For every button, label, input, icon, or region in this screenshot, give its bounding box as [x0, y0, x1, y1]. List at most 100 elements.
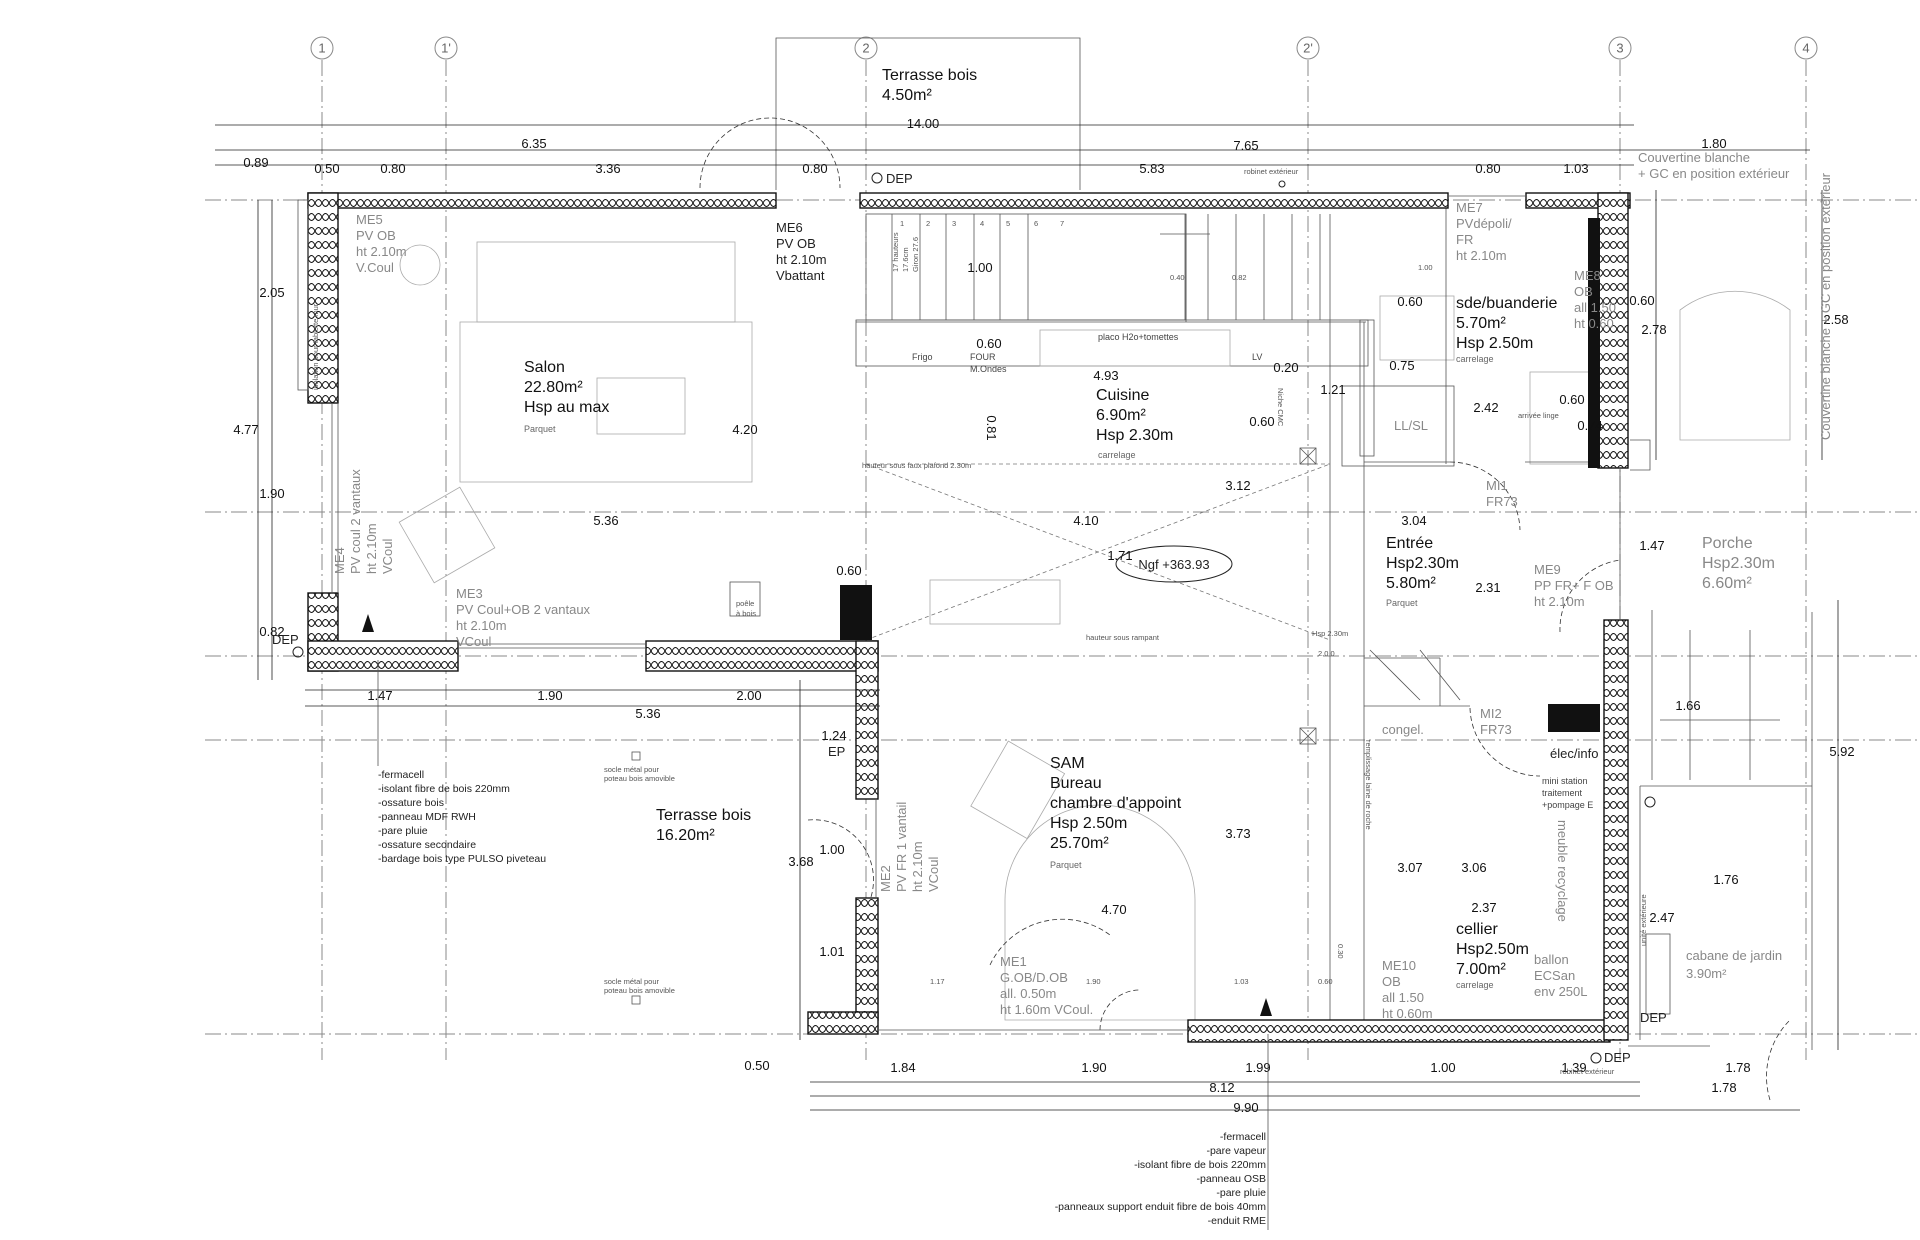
dimension-texts: 14.00 6.35 7.65 1.80 0.89 0.50 0.80 3.36… — [233, 116, 1854, 1115]
dim-bottom-left: 5.36 — [635, 706, 660, 721]
opening-mi1: MI1 — [1486, 478, 1508, 493]
label-ep: EP — [828, 744, 845, 759]
label-elec: élec/info — [1550, 746, 1598, 761]
note-wood-line: -ossature secondaire — [378, 839, 476, 851]
room-salon-height: Hsp au max — [524, 399, 609, 416]
room-cabane-name: cabane de jardin — [1686, 948, 1782, 963]
dim-bottom: 1.00 — [1430, 1060, 1455, 1075]
dim-bottom: 1.78 — [1725, 1060, 1750, 1075]
couvertine-right: Couvertine blanche + GC en position exté… — [1818, 172, 1833, 440]
opening-me6: Vbattant — [776, 268, 825, 283]
opening-me8: all 1.50 — [1574, 300, 1616, 315]
label-ballon: env 250L — [1534, 984, 1588, 999]
label-remplissage: remplissage laine de roche — [1364, 740, 1373, 830]
opening-mi2: FR73 — [1480, 722, 1512, 737]
room-porche-name: Porche — [1702, 535, 1753, 552]
axis-label: 2' — [1303, 41, 1313, 56]
room-entree-height: Hsp2.30m — [1386, 555, 1459, 572]
opening-me3: VCoul — [456, 634, 492, 649]
staircase: 1 2 3 4 5 6 7 1.00 — [865, 213, 1321, 321]
room-sde-area: 5.70m² — [1456, 315, 1506, 332]
room-porche-area: 6.60m² — [1702, 575, 1752, 592]
axis-label: 4 — [1802, 41, 1809, 56]
room-cuisine-area: 6.90m² — [1096, 407, 1146, 424]
dim-kitchen: 0.81 — [984, 415, 999, 440]
room-terrasse-left-area: 16.20m² — [656, 827, 715, 844]
dim-stair-width: 1.00 — [967, 260, 992, 275]
terrace-top-outline — [699, 37, 1081, 190]
dim-bottom: 1.78 — [1711, 1080, 1736, 1095]
room-cuisine-height: Hsp 2.30m — [1096, 427, 1173, 444]
glazing — [297, 195, 1621, 1031]
dim-porche: 1.47 — [1639, 538, 1664, 553]
label-ballon: ECSan — [1534, 968, 1575, 983]
dim-sam: 3.73 — [1225, 826, 1250, 841]
dim-bottom: 1.99 — [1245, 1060, 1270, 1075]
stair-step: 6 — [1034, 219, 1038, 228]
dep-bottom: DEP — [1604, 1050, 1631, 1065]
label-unite-ext: unité extérieure — [1639, 894, 1648, 946]
dim-cabane: 1.76 — [1713, 872, 1738, 887]
opening-me10: ht 0.60m — [1382, 1006, 1433, 1021]
opening-me7: ME7 — [1456, 200, 1483, 215]
opening-me4: ht 2.10m — [364, 523, 379, 574]
room-salon-name: Salon — [524, 359, 565, 376]
dim-top: 1.03 — [1563, 161, 1588, 176]
dim-small: 1.00 — [1418, 263, 1433, 272]
dim-top: 0.80 — [802, 161, 827, 176]
stair-step: 4 — [980, 219, 984, 228]
dim-sde: 0.74 — [1577, 418, 1602, 433]
dim-kitchen: 0.60 — [1397, 294, 1422, 309]
label-lv: LV — [1252, 352, 1262, 362]
label-socle: socle métal pour — [604, 765, 660, 774]
axis-label: 1 — [318, 41, 325, 56]
note-render-line: -isolant fibre de bois 220mm — [1134, 1159, 1266, 1171]
note-wood-line: -isolant fibre de bois 220mm — [378, 783, 510, 795]
label-faux-plafond: hauteur sous faux plafond 2.30m — [862, 461, 971, 470]
dim-sam: 1.01 — [819, 944, 844, 959]
label-hauteurs: Giron 27.6 — [911, 237, 920, 272]
room-cellier-floor: carrelage — [1456, 980, 1494, 990]
note-render-line: -pare vapeur — [1206, 1145, 1266, 1157]
opening-me9: ME9 — [1534, 562, 1561, 577]
dim-kitchen: 4.93 — [1093, 368, 1118, 383]
dep-right: DEP — [1640, 1010, 1667, 1025]
dim-kitchen: 0.75 — [1389, 358, 1414, 373]
label-rampant: hauteur sous rampant — [1086, 633, 1160, 642]
note-wood-line: -fermacell — [378, 769, 424, 781]
label-frigo: Frigo — [912, 352, 933, 362]
label-socle: poteau bois amovible — [604, 774, 675, 783]
note-wood-line: -bardage bois type PULSO piveteau — [378, 853, 546, 865]
room-sam-floor: Parquet — [1050, 860, 1082, 870]
opening-me2: PV FR 1 vantail — [894, 802, 909, 892]
axis-label: 2 — [862, 41, 869, 56]
opening-me10: ME10 — [1382, 958, 1416, 973]
room-cuisine-floor: carrelage — [1098, 450, 1136, 460]
dim-mid: 4.10 — [1073, 513, 1098, 528]
room-sam-line2: Bureau — [1050, 775, 1102, 792]
porch-cabin — [1628, 290, 1813, 1050]
dim-top: 0.80 — [1475, 161, 1500, 176]
room-entree-name: Entrée — [1386, 535, 1433, 552]
dim-bottom: 1.84 — [890, 1060, 915, 1075]
label-arrivee: arrivée linge — [1518, 411, 1559, 420]
opening-me7: ht 2.10m — [1456, 248, 1507, 263]
dim-sam: 1.24 — [821, 728, 846, 743]
couvertine-top: Couvertine blanche — [1638, 150, 1750, 165]
dim-sam: 0.60 — [836, 563, 861, 578]
robinet-bottom: robinet extérieur — [1560, 1067, 1615, 1076]
dim-small: 0.30 — [1336, 944, 1345, 959]
stair-step: 5 — [1006, 219, 1010, 228]
dim-left: 2.05 — [259, 285, 284, 300]
note-render-line: -panneaux support enduit fibre de bois 4… — [1055, 1201, 1267, 1213]
note-wood-line: -pare pluie — [378, 825, 428, 837]
stair-step: 3 — [952, 219, 956, 228]
opening-me8: ME8 — [1574, 268, 1601, 283]
label-mini-station: +pompage E — [1542, 800, 1593, 810]
opening-me1: G.OB/D.OB — [1000, 970, 1068, 985]
dim-cellier: 3.06 — [1461, 860, 1486, 875]
dim-bottom-left: 1.47 — [367, 688, 392, 703]
opening-me8: ht 0.60 — [1574, 316, 1614, 331]
dim-kitchen: 0.60 — [976, 336, 1001, 351]
opening-me5: ME5 — [356, 212, 383, 227]
